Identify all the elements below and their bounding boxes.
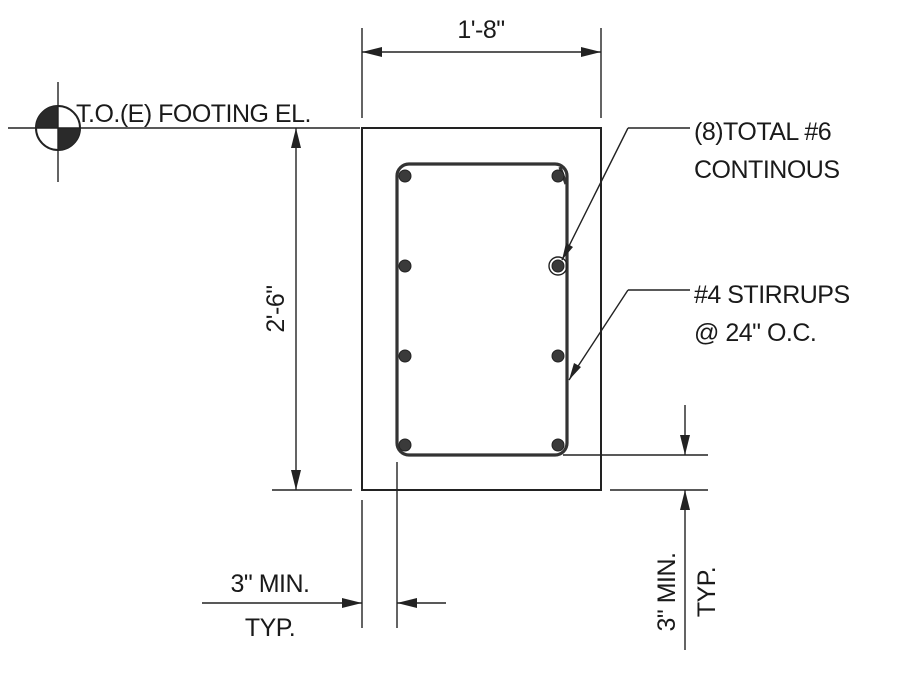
rebar-bar [398, 349, 412, 363]
height-dimension-label: 2'-6" [262, 285, 290, 332]
side-cover-line1: 3" MIN. [231, 570, 310, 598]
rebar-note-line2: CONTINOUS [694, 156, 840, 184]
rebar-bar [398, 169, 412, 183]
rebar-bar [551, 349, 565, 363]
bottom-cover-dimension [563, 405, 708, 650]
stirrup-note-line1: #4 STIRRUPS [694, 281, 850, 309]
stirrup [395, 162, 569, 457]
rebar-bar [551, 438, 565, 452]
footing-outline [361, 127, 602, 491]
side-cover-dimension [202, 462, 446, 628]
bottom-cover-line2: TYP. [693, 567, 721, 617]
width-dimension-label: 1'-8" [457, 16, 504, 44]
rebar-note-line1: (8)TOTAL #6 [694, 118, 831, 146]
height-dimension [272, 128, 352, 491]
rebar-leader [561, 127, 690, 261]
side-cover-line2: TYP. [245, 614, 295, 642]
rebar-bar [398, 438, 412, 452]
elevation-marker-icon [8, 82, 360, 182]
rebar-callout-ring [548, 256, 568, 276]
rebar-bar [551, 169, 565, 183]
stirrup-note-line2: @ 24" O.C. [694, 319, 816, 347]
bottom-cover-line1: 3" MIN. [653, 553, 681, 632]
width-dimension [361, 28, 602, 118]
elevation-label: T.O.(E) FOOTING EL. [76, 100, 311, 128]
stirrup-leader [568, 289, 690, 381]
rebar-bar [551, 259, 565, 273]
rebar-bar [398, 259, 412, 273]
rebar-group [398, 169, 568, 452]
